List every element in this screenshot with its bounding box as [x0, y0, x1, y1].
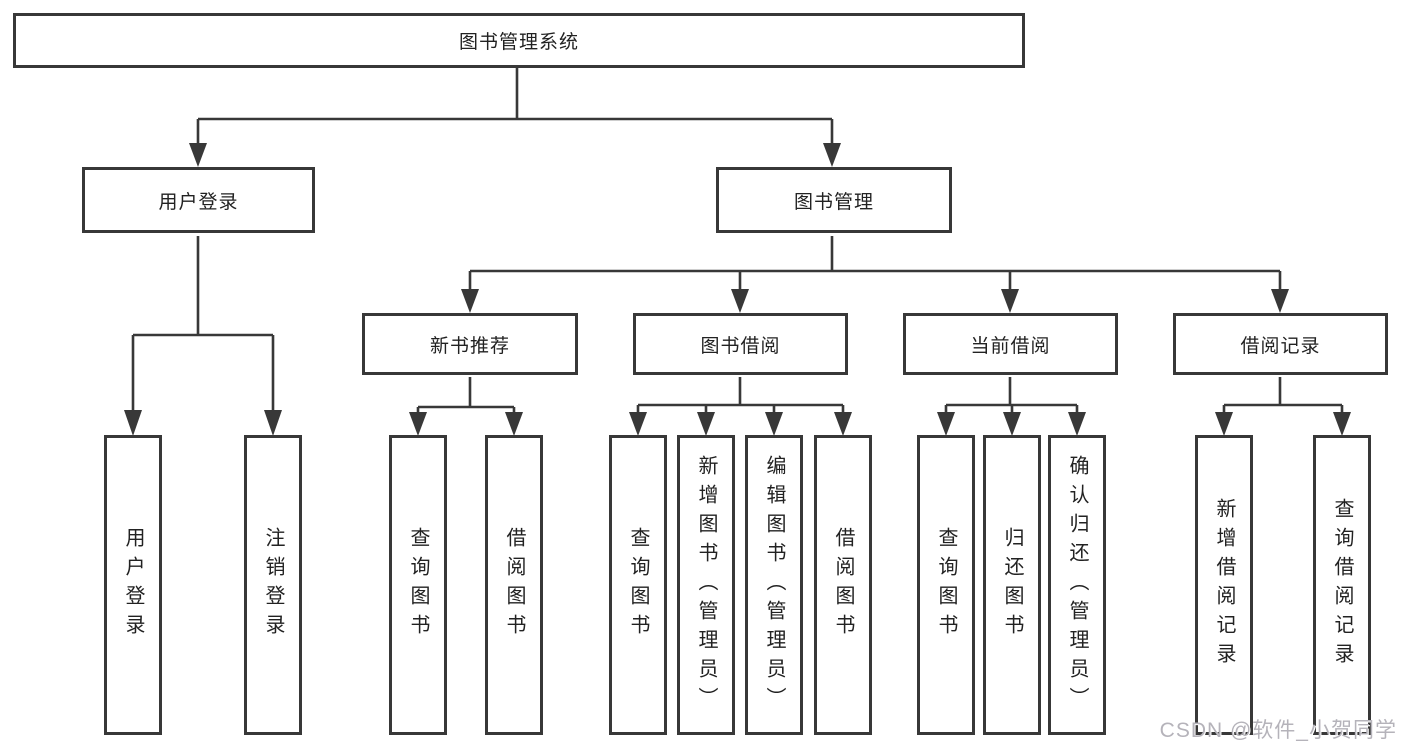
leaf-confirm-return-admin: 确认归还（管理员）	[1048, 435, 1106, 735]
leaf-borrow-books-borrowing-label: 借阅图书	[832, 527, 854, 643]
connector-new-book-children	[409, 377, 523, 436]
node-book-management: 图书管理	[716, 167, 952, 233]
leaf-query-borrow-record-label: 查询借阅记录	[1331, 498, 1353, 672]
leaf-borrow-books-borrowing: 借阅图书	[814, 435, 872, 735]
connector-current-borrowing-children	[937, 377, 1086, 436]
leaf-borrow-books-recommend-label: 借阅图书	[503, 527, 525, 643]
leaf-query-books-current-label: 查询图书	[935, 527, 957, 643]
node-current-borrowing: 当前借阅	[903, 313, 1118, 375]
leaf-query-books-borrowing-label: 查询图书	[627, 527, 649, 643]
leaf-add-books-admin-label: 新增图书（管理员）	[695, 454, 717, 716]
leaf-edit-books-admin: 编辑图书（管理员）	[745, 435, 803, 735]
connector-borrowing-records-children	[1215, 377, 1351, 436]
leaf-query-books-borrowing: 查询图书	[609, 435, 667, 735]
leaf-query-books-recommend: 查询图书	[389, 435, 447, 735]
leaf-add-borrow-record-label: 新增借阅记录	[1213, 498, 1235, 672]
leaf-return-books-label: 归还图书	[1001, 527, 1023, 643]
node-new-book-recommendation: 新书推荐	[362, 313, 578, 375]
leaf-user-login-label: 用户登录	[122, 527, 144, 643]
connector-book-borrowing-children	[629, 377, 852, 436]
leaf-logout-login-label: 注销登录	[262, 527, 284, 643]
leaf-query-books-recommend-label: 查询图书	[407, 527, 429, 643]
leaf-user-login: 用户登录	[104, 435, 162, 735]
leaf-add-borrow-record: 新增借阅记录	[1195, 435, 1253, 735]
leaf-logout-login: 注销登录	[244, 435, 302, 735]
connector-root-to-level2	[189, 66, 841, 167]
connector-book-management-children	[461, 236, 1289, 313]
node-root: 图书管理系统	[13, 13, 1025, 68]
leaf-query-borrow-record: 查询借阅记录	[1313, 435, 1371, 735]
node-book-borrowing: 图书借阅	[633, 313, 848, 375]
node-user-login: 用户登录	[82, 167, 315, 233]
node-borrowing-records: 借阅记录	[1173, 313, 1388, 375]
csdn-watermark: CSDN @软件_小贺同学	[1159, 719, 1397, 742]
leaf-edit-books-admin-label: 编辑图书（管理员）	[763, 454, 785, 716]
leaf-return-books: 归还图书	[983, 435, 1041, 735]
connector-user-login-children	[124, 236, 282, 436]
leaf-query-books-current: 查询图书	[917, 435, 975, 735]
leaf-add-books-admin: 新增图书（管理员）	[677, 435, 735, 735]
leaf-borrow-books-recommend: 借阅图书	[485, 435, 543, 735]
leaf-confirm-return-admin-label: 确认归还（管理员）	[1066, 454, 1088, 716]
